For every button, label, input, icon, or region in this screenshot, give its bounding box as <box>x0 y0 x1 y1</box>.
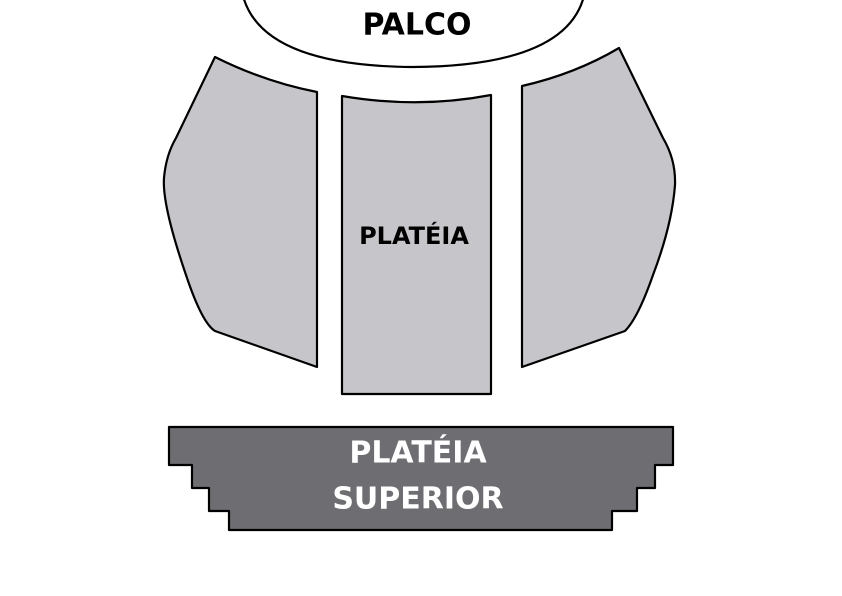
platea-left-section[interactable] <box>162 55 319 369</box>
platea-center-label: PLATÉIA <box>359 221 469 250</box>
platea-center-shape <box>340 93 493 396</box>
platea-center-section[interactable]: PLATÉIA <box>340 93 493 396</box>
platea-left-shape <box>162 55 319 369</box>
stage-shape <box>243 0 584 69</box>
platea-superior-section[interactable]: PLATÉIA SUPERIOR <box>167 425 675 532</box>
platea-right-section[interactable] <box>520 46 677 369</box>
stage-section[interactable]: PALCO <box>243 0 584 69</box>
platea-superior-label-line1: PLATÉIA <box>349 435 487 471</box>
platea-right-shape <box>520 46 677 369</box>
platea-superior-label-line2: SUPERIOR <box>332 482 503 517</box>
stage-label: PALCO <box>362 8 471 43</box>
platea-superior-shape <box>167 425 675 532</box>
